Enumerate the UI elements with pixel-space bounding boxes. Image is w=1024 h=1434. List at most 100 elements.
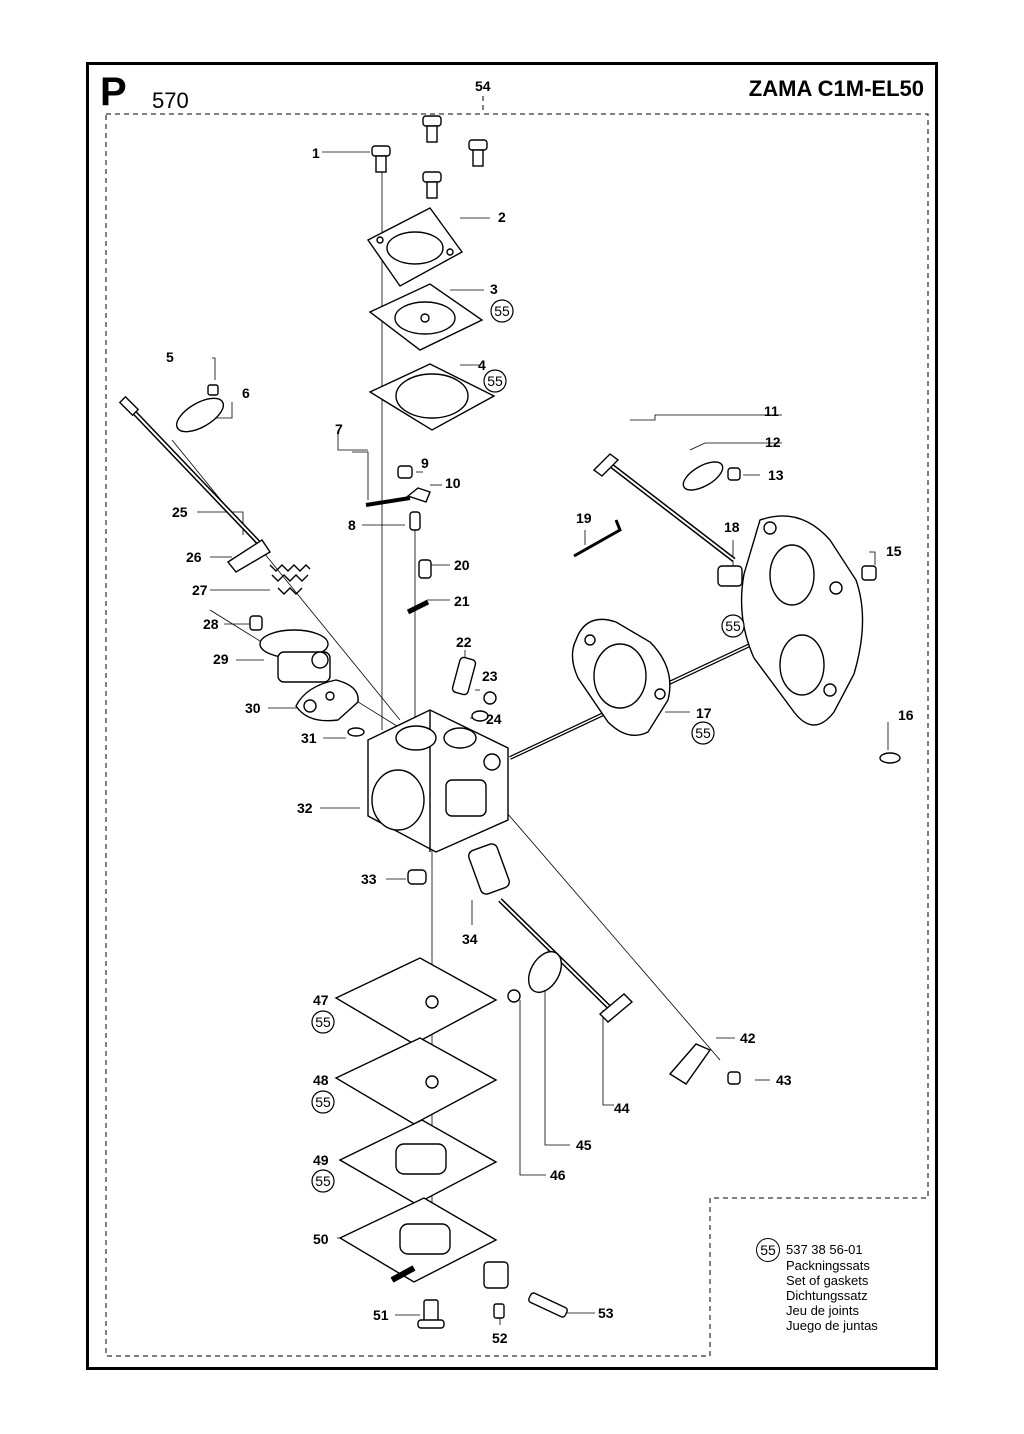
gasket-47 (334, 957, 498, 1045)
callout-8: 8 (348, 517, 356, 533)
metering-cover-50 (338, 1197, 509, 1289)
kit-markers: 55 55 55 55 55 55 55 (311, 299, 745, 1193)
svg-text:55: 55 (494, 303, 510, 319)
throttle-lever (226, 539, 271, 573)
callout-46: 46 (550, 1167, 566, 1183)
callout-27: 27 (192, 582, 208, 598)
gasket-48 (334, 1037, 498, 1125)
cover-screw-4 (422, 171, 442, 199)
part-23 (483, 691, 497, 705)
screw-9 (397, 465, 413, 479)
callout-19: 19 (576, 510, 592, 526)
callout-30: 30 (245, 700, 261, 716)
cover-screw-1 (371, 145, 391, 173)
callout-11: 11 (764, 403, 779, 419)
callout-42: 42 (740, 1030, 756, 1046)
callout-12: 12 (765, 434, 781, 450)
pin-52 (493, 1303, 505, 1319)
svg-text:55: 55 (487, 373, 503, 389)
callout-4: 4 (478, 357, 486, 373)
plate-30 (295, 679, 359, 722)
kit-badge: 55 (756, 1238, 780, 1262)
link-19 (573, 519, 622, 558)
cover-screw-2 (422, 115, 442, 143)
throttle-spring (269, 564, 311, 595)
screw-46 (507, 989, 521, 1003)
plate-45 (527, 951, 563, 993)
callout-47: 47 (313, 992, 329, 1008)
spring-18 (717, 565, 743, 587)
choke-plate (682, 461, 724, 491)
section-number: 570 (152, 88, 189, 113)
callout-23: 23 (482, 668, 498, 684)
kit-marker-5: 55 (311, 1010, 335, 1034)
svg-text:55: 55 (725, 618, 741, 634)
lever-42 (668, 1043, 712, 1085)
throttle-shaft (118, 395, 260, 544)
callout-52: 52 (492, 1330, 508, 1346)
callout-54: 54 (475, 78, 491, 94)
callout-6: 6 (242, 385, 250, 401)
callout-15: 15 (886, 543, 902, 559)
kit-names: Packningssats Set of gaskets Dichtungssa… (786, 1258, 878, 1333)
kit-name-en: Set of gaskets (786, 1273, 869, 1288)
callout-44: 44 (614, 1100, 630, 1116)
callout-16: 16 (898, 707, 914, 723)
callout-29: 29 (213, 651, 229, 667)
callout-10: 10 (445, 475, 461, 491)
callout-33: 33 (361, 871, 377, 887)
gasket-17 (571, 618, 671, 736)
callout-20: 20 (454, 557, 470, 573)
callout-9: 9 (421, 455, 429, 471)
screw-28 (249, 615, 263, 631)
kit-name-fr: Jeu de joints (786, 1303, 859, 1318)
lever-10 (406, 487, 431, 503)
section-letter: P (100, 70, 127, 114)
callout-43: 43 (776, 1072, 792, 1088)
callout-49: 49 (313, 1152, 329, 1168)
callout-18: 18 (724, 519, 740, 535)
callout-34: 34 (462, 931, 478, 947)
callout-3: 3 (490, 281, 498, 297)
callout-21: 21 (454, 593, 470, 609)
svg-text:55: 55 (315, 1094, 331, 1110)
screw-53 (528, 1292, 568, 1318)
callout-28: 28 (203, 616, 219, 632)
screen-33 (407, 869, 427, 885)
kit-name-sv: Packningssats (786, 1258, 870, 1273)
parts (118, 115, 901, 1329)
callout-48: 48 (313, 1072, 329, 1088)
callout-32: 32 (297, 800, 313, 816)
leader-lines (171, 151, 889, 1325)
inlet-needle (409, 511, 421, 531)
callout-26: 26 (186, 549, 202, 565)
kit-name-es: Juego de juntas (786, 1318, 878, 1333)
clip-16 (879, 752, 901, 764)
screw-43 (727, 1071, 741, 1085)
callout-5: 5 (166, 349, 174, 365)
callout-22: 22 (456, 634, 472, 650)
kit-part-number: 537 38 56-01 (786, 1242, 863, 1257)
kit-name-de: Dichtungssatz (786, 1288, 868, 1303)
part-22 (451, 656, 477, 696)
pump-gasket-4 (368, 363, 496, 431)
lever-44 (598, 993, 634, 1023)
svg-text:55: 55 (695, 725, 711, 741)
pump-cover (366, 207, 464, 287)
pump-body-29 (259, 629, 331, 683)
screw-13 (727, 467, 741, 481)
svg-text:55: 55 (315, 1173, 331, 1189)
clip-31 (347, 727, 365, 737)
throttle-plate (175, 397, 225, 433)
kit-marker-6: 55 (311, 1090, 335, 1114)
callout-24: 24 (486, 711, 502, 727)
part-24 (471, 710, 489, 722)
kit-marker-7: 55 (311, 1169, 335, 1193)
kit-marker-1: 55 (490, 299, 514, 323)
callout-51: 51 (373, 1307, 389, 1323)
kit-marker-2: 55 (483, 369, 507, 393)
callout-53: 53 (598, 1305, 614, 1321)
spring-20 (418, 559, 432, 579)
screw-51 (417, 1299, 445, 1329)
svg-text:55: 55 (315, 1014, 331, 1030)
